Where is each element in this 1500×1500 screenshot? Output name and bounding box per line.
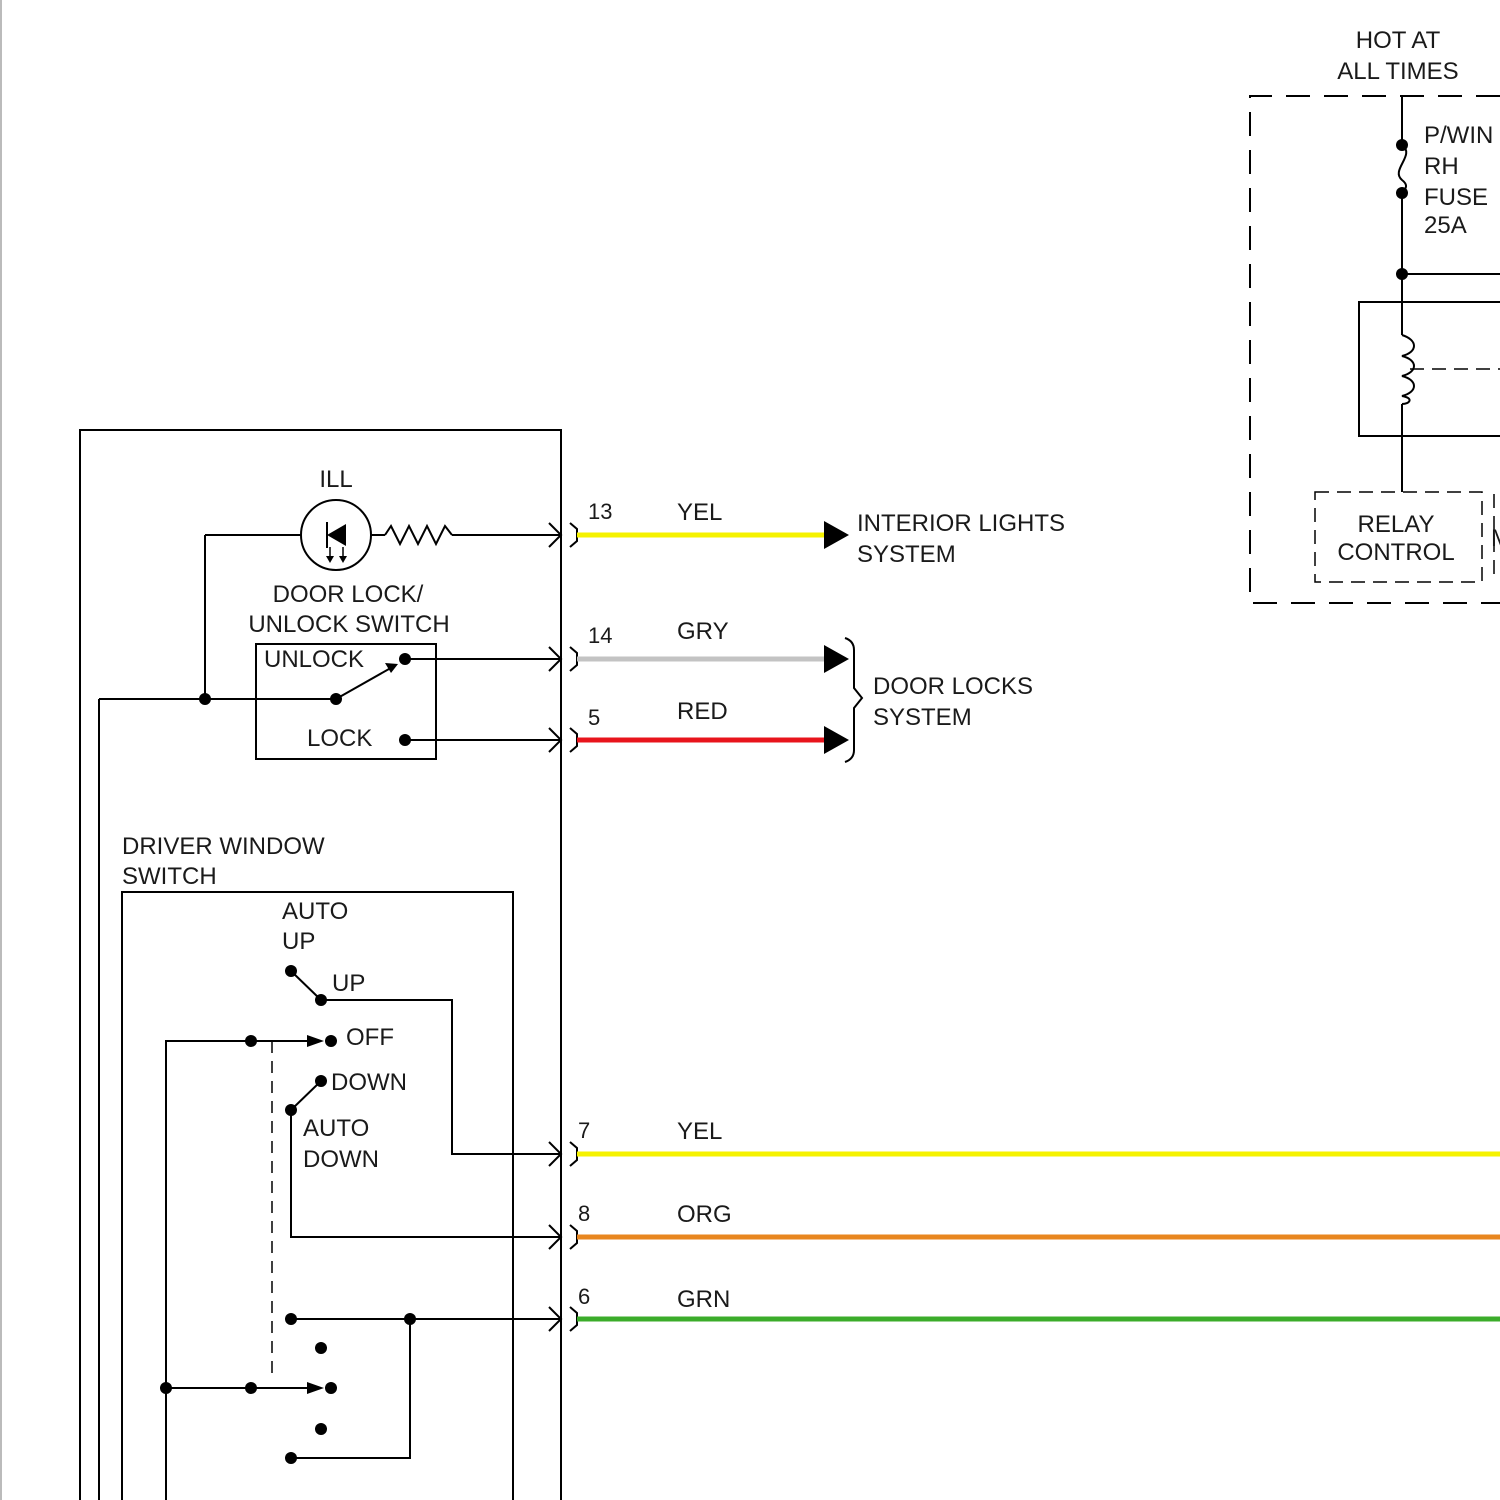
wire-color-label: YEL bbox=[677, 1118, 722, 1145]
lower-common-splice bbox=[160, 1382, 172, 1394]
window-switch-title-line2: SWITCH bbox=[122, 863, 217, 890]
interior-lights-label-line2: SYSTEM bbox=[857, 541, 956, 568]
lower-blade-pivot bbox=[245, 1382, 257, 1394]
off-contact bbox=[325, 1035, 337, 1047]
lock-label: LOCK bbox=[307, 725, 372, 752]
door-locks-brace bbox=[845, 638, 862, 762]
fuse-label-line3: FUSE bbox=[1424, 184, 1488, 211]
pin-number: 13 bbox=[588, 499, 612, 524]
lower-contact-5 bbox=[285, 1452, 297, 1464]
door-lock-switch: DOOR LOCK/ UNLOCK SWITCH UNLOCK LOCK bbox=[205, 581, 561, 759]
lower-contact-3 bbox=[325, 1382, 337, 1394]
interior-lights-label-line1: INTERIOR LIGHTS bbox=[857, 510, 1065, 537]
wire-pin-14: 14 GRY bbox=[549, 618, 849, 673]
fuse-label-line1: P/WIN bbox=[1424, 122, 1493, 149]
hot-at-label-line2: ALL TIMES bbox=[1337, 58, 1458, 85]
fuse-symbol bbox=[1399, 145, 1407, 193]
door-locks-label-line2: SYSTEM bbox=[873, 704, 972, 731]
wire-pin-7: 7 YEL bbox=[549, 1118, 1500, 1166]
lower-contact-4 bbox=[315, 1423, 327, 1435]
door-locks-label-line1: DOOR LOCKS bbox=[873, 673, 1033, 700]
wire-color-label: YEL bbox=[677, 499, 722, 526]
ill-label: ILL bbox=[319, 466, 352, 493]
wire-pin-8: 8 ORG bbox=[549, 1201, 1500, 1249]
down-blade bbox=[291, 1081, 321, 1110]
resistor-icon bbox=[385, 526, 452, 544]
window-switch-box bbox=[122, 892, 513, 1500]
down-label: DOWN bbox=[331, 1069, 407, 1096]
off-arrow bbox=[307, 1035, 324, 1047]
off-label: OFF bbox=[346, 1024, 394, 1051]
common-rail-inner bbox=[166, 1041, 251, 1500]
pin-number: 7 bbox=[578, 1118, 590, 1143]
wire-color-label: GRN bbox=[677, 1286, 730, 1313]
hot-at-label-line1: HOT AT bbox=[1356, 27, 1441, 54]
up-label: UP bbox=[332, 970, 365, 997]
pin-number: 8 bbox=[578, 1201, 590, 1226]
adjacent-box-label: M bbox=[1491, 525, 1500, 552]
lower-contact-2 bbox=[315, 1342, 327, 1354]
up-blade bbox=[291, 971, 321, 1000]
wire-pin-5: 5 RED bbox=[549, 698, 849, 754]
arrow-door-locks-2 bbox=[824, 726, 849, 754]
wire-pin-13: 13 YEL bbox=[549, 499, 849, 549]
arrow-door-locks-1 bbox=[824, 645, 849, 673]
wire-pin-6: 6 GRN bbox=[549, 1284, 1500, 1331]
pin-number: 14 bbox=[588, 623, 612, 648]
lower-arrow bbox=[307, 1382, 324, 1394]
relay-control-line2: CONTROL bbox=[1337, 539, 1454, 566]
door-switch-title-line2: UNLOCK SWITCH bbox=[248, 611, 449, 638]
wire-color-label: RED bbox=[677, 698, 728, 725]
arrow-interior-lights bbox=[824, 521, 849, 549]
door-switch-title-line1: DOOR LOCK/ bbox=[273, 581, 424, 608]
relay-control-line1: RELAY bbox=[1358, 511, 1435, 538]
wire-color-label: ORG bbox=[677, 1201, 732, 1228]
unlock-label: UNLOCK bbox=[264, 646, 364, 673]
ill-lamp: ILL bbox=[301, 466, 561, 570]
auto-up-label-line2: UP bbox=[282, 928, 315, 955]
fuse-label-line2: RH bbox=[1424, 153, 1459, 180]
led-icon bbox=[327, 524, 346, 546]
driver-window-switch: DRIVER WINDOW SWITCH AUTO UP UP OFF DOWN… bbox=[122, 833, 561, 1500]
connector-wires: 13 YEL 14 GRY 5 RED 7 YEL bbox=[549, 499, 1500, 1331]
fuse-label-line4: 25A bbox=[1424, 212, 1467, 239]
auto-up-label-line1: AUTO bbox=[282, 898, 348, 925]
wire-color-label: GRY bbox=[677, 618, 729, 645]
auto-down-label-line1: AUTO bbox=[303, 1115, 369, 1142]
pin-number: 5 bbox=[588, 705, 600, 730]
window-switch-title-line1: DRIVER WINDOW bbox=[122, 833, 325, 860]
power-supply-section: HOT AT ALL TIMES P/WIN RH FUSE 25A RELAY… bbox=[1250, 27, 1500, 603]
auto-down-label-line2: DOWN bbox=[303, 1146, 379, 1173]
pin-number: 6 bbox=[578, 1284, 590, 1309]
destinations: INTERIOR LIGHTS SYSTEM DOOR LOCKS SYSTEM bbox=[845, 510, 1065, 762]
